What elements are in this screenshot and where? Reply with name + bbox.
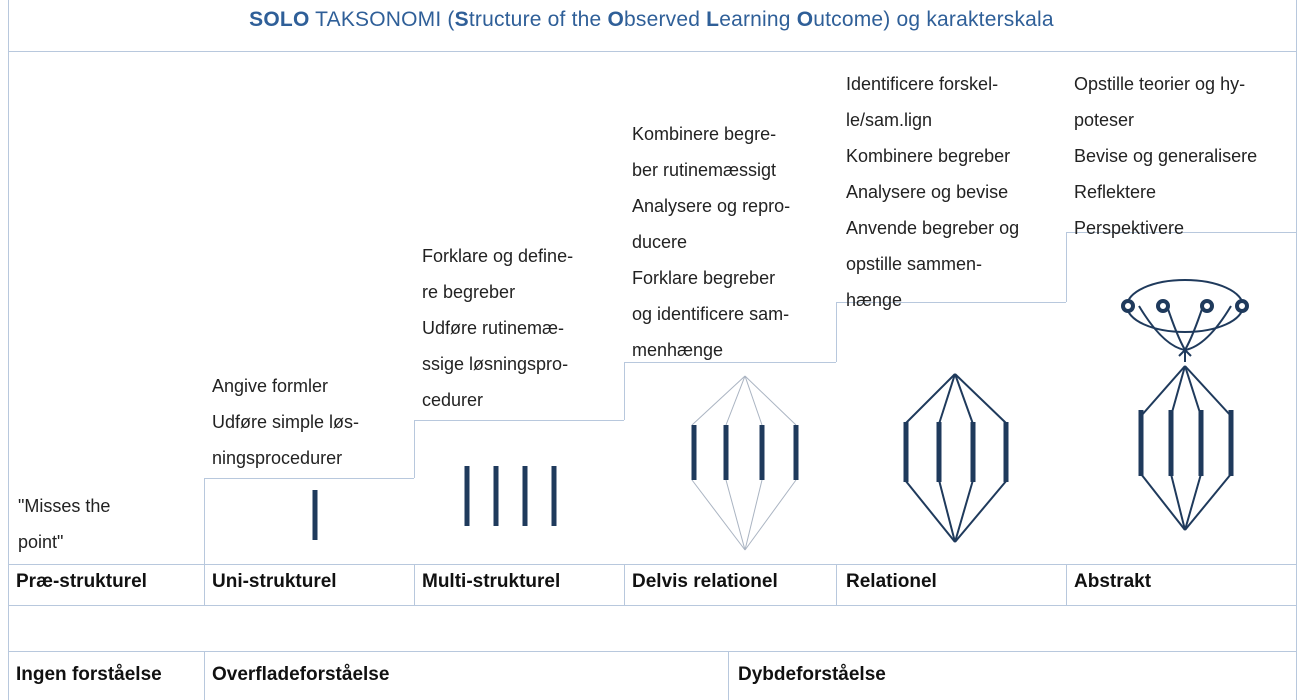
level-description-pre-structural: "Misses the point" — [18, 488, 110, 560]
step-3-left — [624, 362, 625, 420]
description-line: Identificere forskel- — [846, 74, 999, 94]
title-part: tructure of the — [468, 8, 608, 31]
title-part: SOLO — [249, 8, 310, 31]
description-line: opstille sammen- — [846, 254, 983, 274]
title-part: O — [796, 8, 814, 31]
relational-glyph — [903, 373, 1009, 543]
description-line: Perspektivere — [1074, 218, 1185, 238]
level-row-bottom — [8, 605, 1297, 606]
description-line: ducere — [632, 232, 688, 252]
step-3-top — [624, 362, 836, 363]
col-divider-5 — [1066, 564, 1067, 605]
category-row-top — [8, 651, 1297, 652]
uni-structural-glyph — [312, 490, 318, 540]
description-line: Forklare begreber — [632, 268, 776, 288]
col-divider-2 — [414, 564, 415, 605]
title-part: earning — [719, 8, 797, 31]
description-line: Analysere og bevise — [846, 182, 1009, 202]
step-2-left — [414, 420, 415, 478]
step-1-left — [204, 478, 205, 564]
description-line: menhænge — [632, 340, 724, 360]
description-line: Analysere og repro- — [632, 196, 791, 216]
level-name-abstract: Abstrakt — [1074, 571, 1152, 592]
category-surface-understanding: Overfladeforståelse — [212, 664, 390, 685]
col-divider-1 — [204, 564, 205, 605]
step-2-top — [414, 420, 624, 421]
description-line: poteser — [1074, 110, 1135, 130]
description-line: hænge — [846, 290, 903, 310]
step-5-top — [1066, 232, 1296, 233]
title-part: bserved — [624, 8, 707, 31]
description-line: re begreber — [422, 282, 516, 302]
description-line: Bevise og generalisere — [1074, 146, 1258, 166]
description-line: Kombinere begreber — [846, 146, 1011, 166]
col-divider-3 — [624, 564, 625, 605]
description-line: Anvende begreber og — [846, 218, 1020, 238]
title-divider — [8, 51, 1297, 52]
level-name-uni-structural: Uni-strukturel — [212, 571, 337, 592]
description-line: Udføre simple løs- — [212, 412, 360, 432]
level-row-top — [8, 564, 1297, 565]
outer-border-right — [1296, 0, 1297, 700]
title-part: utcome) og karakterskala — [813, 8, 1054, 31]
title-part: S — [454, 8, 469, 31]
col-divider-4 — [836, 564, 837, 605]
level-name-pre-structural: Præ-strukturel — [16, 571, 147, 592]
description-line: Reflektere — [1074, 182, 1157, 202]
abstract-glyph — [1121, 279, 1249, 531]
step-4-left — [836, 302, 837, 362]
description-line: ber rutinemæssigt — [632, 160, 777, 180]
category-no-understanding: Ingen forståelse — [16, 664, 162, 685]
cat-divider-1 — [204, 651, 205, 700]
level-name-partial-relational: Delvis relationel — [632, 571, 778, 592]
diagram-title: SOLO TAKSONOMI (Structure of the Observe… — [0, 8, 1303, 32]
category-deep-understanding: Dybdeforståelse — [738, 664, 886, 685]
partial-relational-glyph — [691, 375, 799, 551]
multi-structural-glyph — [464, 466, 557, 526]
title-part: TAKSONOMI ( — [309, 8, 455, 31]
description-line: point" — [18, 532, 64, 552]
title-part: O — [607, 8, 624, 31]
description-line: "Misses the — [18, 496, 111, 516]
outer-border-left — [8, 0, 9, 700]
step-5-left — [1066, 232, 1067, 302]
description-line: Forklare og define- — [422, 246, 574, 266]
title-part: L — [706, 8, 720, 31]
description-line: Udføre rutinemæ- — [422, 318, 565, 338]
cat-divider-2 — [728, 651, 729, 700]
description-line: ssige løsningspro- — [422, 354, 569, 374]
description-line: cedurer — [422, 390, 484, 410]
description-line: Kombinere begre- — [632, 124, 777, 144]
description-line: ningsprocedurer — [212, 448, 343, 468]
step-4-top — [836, 302, 1066, 303]
description-line: Angive formler — [212, 376, 329, 396]
description-line: le/sam.lign — [846, 110, 933, 130]
description-line: og identificere sam- — [632, 304, 790, 324]
level-name-relational: Relationel — [846, 571, 937, 592]
level-name-multi-structural: Multi-strukturel — [422, 571, 561, 592]
description-line: Opstille teorier og hy- — [1074, 74, 1246, 94]
step-1-top — [204, 478, 414, 479]
